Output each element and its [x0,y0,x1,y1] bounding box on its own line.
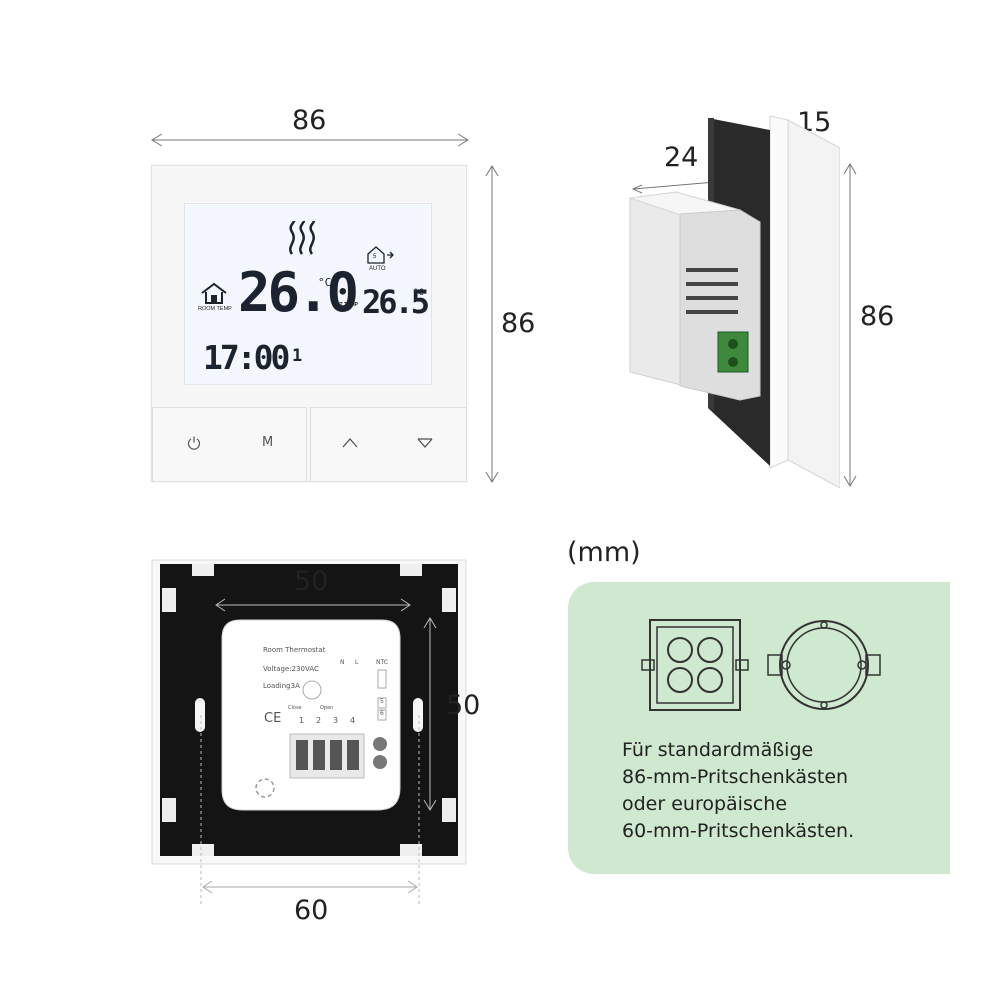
left-button-panel [152,407,307,482]
back-l: L [355,659,359,666]
lcd-screen [184,203,432,385]
ce-mark: CE [264,711,282,726]
back-close: Close [288,705,302,711]
back-ntc: NTC [376,659,388,666]
set-temp-value: 26.5 [362,283,430,321]
back-outer-width-label: 60 [294,895,329,926]
back-title: Room Thermostat [263,646,326,654]
note-line-3: oder europäische [622,793,788,815]
terminal-5: 5 [380,698,384,705]
room-temp-label: ROOM TEMP [198,306,232,312]
front-height-arrow [485,165,499,483]
note-line-4: 60-mm-Pritschenkästen. [622,820,855,842]
terminal-1: 1 [299,716,305,725]
front-width-arrow [151,133,469,147]
back-loading: Loading3A [263,682,300,690]
back-hole-height-arrow [423,617,437,811]
set-temp-label: SET TEMP [333,302,359,308]
chevron-up-icon[interactable] [341,436,359,450]
terminal-3: 3 [333,716,339,725]
power-icon[interactable] [186,435,202,451]
terminal-6: 6 [380,710,384,717]
room-temp-value: 26.0 [238,261,359,324]
set-temp-unit: °C [413,288,424,298]
note-line-1: Für standardmäßige [622,739,814,761]
auto-label: AUTO [369,266,386,272]
back-hole-height-label: 50 [446,690,481,721]
compatibility-note: Für standardmäßige 86-mm-Pritschenkästen… [622,737,942,845]
front-width-label: 86 [292,105,327,136]
compatibility-note-panel [568,582,950,874]
thermostat-back-drawing [151,559,467,865]
terminal-4: 4 [350,716,356,725]
side-height-label: 86 [860,301,895,332]
unit-label: (mm) [567,537,641,568]
day-number: 1 [292,346,303,366]
time-display: 17:00 [203,338,290,377]
back-outer-width-arrow [200,715,420,907]
chevron-down-icon[interactable] [416,436,434,450]
schedule-number: 5 [373,254,377,260]
room-house-icon [201,282,227,304]
front-height-label: 86 [501,308,536,339]
back-hole-width-arrow [215,598,411,612]
back-voltage: Voltage:230VAC [263,665,319,673]
thermostat-side-drawing [629,115,840,489]
note-line-2: 86-mm-Pritschenkästen [622,766,849,788]
heating-icon [289,220,316,255]
round-box-icon [767,620,881,710]
room-temp-unit: °C [318,276,332,289]
side-height-arrow [843,163,857,487]
mode-button[interactable]: M [262,435,274,450]
right-button-panel [310,407,467,482]
terminal-2: 2 [316,716,322,725]
back-hole-width-label: 50 [294,566,329,597]
back-n: N [340,659,345,666]
body-depth-label: 24 [664,142,699,173]
back-open: Open [320,705,334,711]
square-box-icon [641,619,749,711]
auto-mode-icon [367,246,394,264]
